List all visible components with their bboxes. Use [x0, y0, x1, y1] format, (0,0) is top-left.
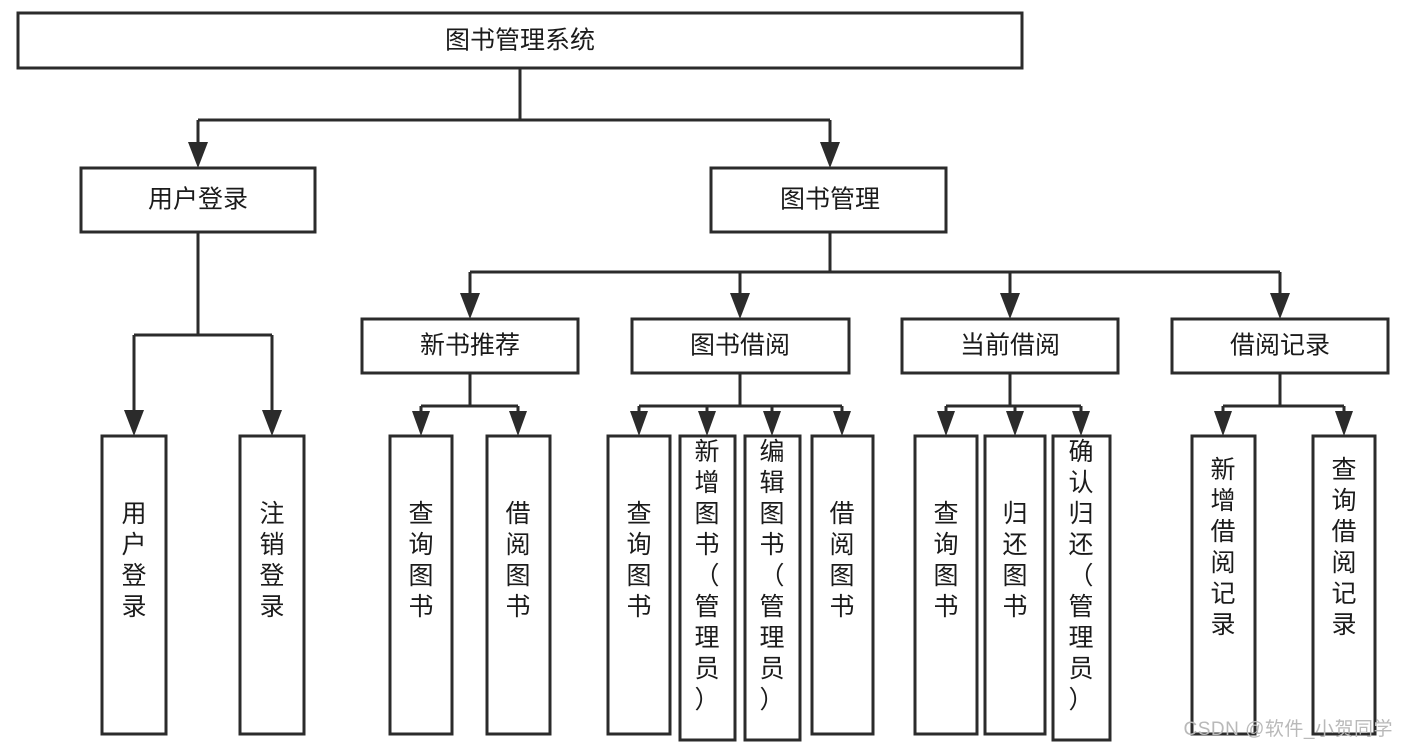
- connector-book-borrow-branch: [637, 373, 844, 420]
- node-leaf-logout-login[interactable]: 注销登录: [238, 434, 306, 736]
- leaf-return-book-box: [983, 434, 1047, 736]
- node-current-borrow[interactable]: 当前借阅: [900, 317, 1120, 375]
- leaf-confirm-return-admin-label: 确认归还（管理员）: [1068, 438, 1093, 714]
- arrow-to-leaf-query-book-1: [412, 411, 430, 436]
- leaf-query-borrow-record-label: 查询借阅记录: [1331, 456, 1356, 639]
- book-manage-label: 图书管理: [780, 186, 880, 214]
- arrow-to-leaf-confirm-return: [1072, 411, 1090, 436]
- connector-layer: [124, 68, 1353, 436]
- leaf-logout-login-label: 注销登录: [259, 500, 284, 621]
- arrow-to-leaf-user-login: [124, 410, 144, 436]
- user-login-box: [79, 166, 317, 234]
- leaf-query-book-3-box: [913, 434, 979, 736]
- arrow-to-book-borrow: [730, 293, 750, 319]
- leaf-borrow-book-1-label: 借阅图书: [505, 500, 530, 621]
- leaf-add-borrow-record-label: 新增借阅记录: [1210, 456, 1235, 639]
- node-leaf-borrow-book-1[interactable]: 借阅图书: [485, 434, 552, 736]
- leaf-logout-login-box: [238, 434, 306, 736]
- connector-new-book-rec-branch: [419, 373, 520, 420]
- node-borrow-record[interactable]: 借阅记录: [1170, 317, 1390, 375]
- user-login-label: 用户登录: [148, 186, 248, 214]
- node-book-manage[interactable]: 图书管理: [709, 166, 948, 234]
- node-user-login[interactable]: 用户登录: [79, 166, 317, 234]
- node-leaf-add-borrow-record[interactable]: 新增借阅记录: [1190, 434, 1257, 736]
- root-box: [16, 11, 1024, 70]
- connector-book-manage-branch: [468, 232, 1282, 303]
- arrow-to-leaf-borrow-book-2: [833, 411, 851, 436]
- leaf-edit-book-admin-box: [743, 434, 802, 742]
- leaf-add-borrow-record-box: [1190, 434, 1257, 736]
- current-borrow-label: 当前借阅: [960, 332, 1060, 360]
- leaf-borrow-book-1-box: [485, 434, 552, 736]
- arrow-to-borrow-record: [1270, 293, 1290, 319]
- leaf-add-book-admin-box: [678, 434, 737, 742]
- arrow-to-leaf-add-record: [1214, 411, 1232, 436]
- csdn-watermark: CSDN @软件_小贺同学: [1183, 719, 1393, 740]
- new-book-recommend-label: 新书推荐: [420, 332, 520, 360]
- arrow-to-new-book-rec: [460, 293, 480, 319]
- arrow-to-leaf-logout-login: [262, 410, 282, 436]
- arrow-to-leaf-query-book-3: [937, 411, 955, 436]
- leaf-add-book-admin-label: 新增图书（管理员）: [694, 438, 719, 714]
- arrow-to-current-borrow: [1000, 293, 1020, 319]
- connector-user-login-branch: [132, 232, 274, 420]
- node-book-borrow[interactable]: 图书借阅: [630, 317, 851, 375]
- leaf-query-book-1-box: [388, 434, 454, 736]
- leaf-user-login-label: 用户登录: [121, 500, 146, 621]
- node-leaf-user-login[interactable]: 用户登录: [100, 434, 168, 736]
- connector-borrow-record-branch: [1221, 373, 1346, 420]
- arrow-to-leaf-return-book: [1006, 411, 1024, 436]
- leaf-user-login-box: [100, 434, 168, 736]
- arrow-to-leaf-edit-book: [763, 411, 781, 436]
- leaf-query-book-1-label: 查询图书: [408, 500, 433, 621]
- book-borrow-box: [630, 317, 851, 375]
- node-new-book-recommend[interactable]: 新书推荐: [360, 317, 580, 375]
- leaf-query-book-2-box: [606, 434, 672, 736]
- leaf-query-borrow-record-box: [1311, 434, 1377, 736]
- leaf-query-book-2-label: 查询图书: [626, 500, 651, 621]
- arrow-to-user-login: [188, 142, 208, 168]
- borrow-record-box: [1170, 317, 1390, 375]
- borrow-record-label: 借阅记录: [1230, 332, 1330, 360]
- leaf-return-book-label: 归还图书: [1002, 500, 1027, 621]
- leaf-borrow-book-2-label: 借阅图书: [829, 500, 854, 621]
- node-leaf-add-book-admin[interactable]: 新增图书（管理员）: [678, 434, 737, 742]
- book-manage-box: [709, 166, 948, 234]
- connector-root-trunk: [196, 68, 832, 152]
- leaf-borrow-book-2-box: [810, 434, 875, 736]
- node-leaf-query-book-1[interactable]: 查询图书: [388, 434, 454, 736]
- node-leaf-edit-book-admin[interactable]: 编辑图书（管理员）: [743, 434, 802, 742]
- new-book-recommend-box: [360, 317, 580, 375]
- leaf-layer: 用户登录 注销登录 查询图书 借阅图书 查询图书 新增图书（管理员） 编辑图书（…: [100, 434, 1377, 742]
- book-borrow-label: 图书借阅: [690, 332, 790, 360]
- arrow-to-leaf-borrow-book-1: [509, 411, 527, 436]
- node-leaf-return-book[interactable]: 归还图书: [983, 434, 1047, 736]
- leaf-confirm-return-admin-box: [1051, 434, 1112, 742]
- node-leaf-confirm-return-admin[interactable]: 确认归还（管理员）: [1051, 434, 1112, 742]
- leaf-query-book-3-label: 查询图书: [933, 500, 958, 621]
- current-borrow-box: [900, 317, 1120, 375]
- node-leaf-query-borrow-record[interactable]: 查询借阅记录: [1311, 434, 1377, 736]
- node-root-system[interactable]: 图书管理系统: [16, 11, 1024, 70]
- arrow-to-book-manage: [820, 142, 840, 168]
- arrow-to-leaf-add-book: [698, 411, 716, 436]
- node-leaf-borrow-book-2[interactable]: 借阅图书: [810, 434, 875, 736]
- leaf-edit-book-admin-label: 编辑图书（管理员）: [759, 438, 784, 714]
- arrow-to-leaf-query-book-2: [630, 411, 648, 436]
- node-leaf-query-book-2[interactable]: 查询图书: [606, 434, 672, 736]
- root-label: 图书管理系统: [445, 27, 595, 55]
- arrow-to-leaf-query-record: [1335, 411, 1353, 436]
- node-leaf-query-book-3[interactable]: 查询图书: [913, 434, 979, 736]
